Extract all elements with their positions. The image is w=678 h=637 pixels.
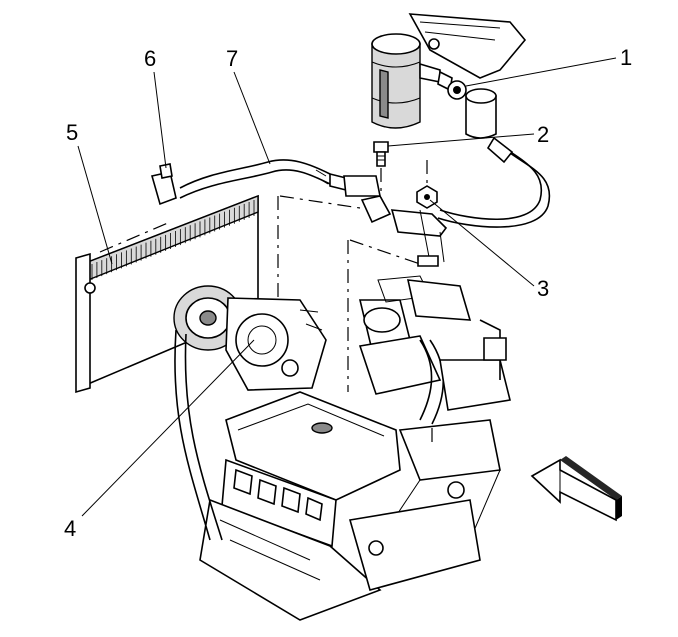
view-direction-arrow	[530, 456, 622, 522]
condenser-fins	[91, 200, 255, 280]
fitting-nut-item-1	[447, 80, 467, 100]
callout-4: 4	[64, 516, 76, 541]
callout-6: 6	[144, 46, 156, 71]
exhaust-ports	[233, 468, 323, 522]
condenser-line-item-7	[179, 159, 381, 199]
leader-lines	[77, 57, 617, 517]
alignment-guides	[277, 195, 421, 392]
bolt-item-2	[373, 141, 389, 206]
condenser-fitting-item-6	[150, 163, 177, 206]
accumulator-drier	[371, 13, 527, 139]
callout-2: 2	[537, 122, 549, 147]
suction-hose	[437, 136, 551, 228]
nut-item-3	[416, 160, 438, 209]
callout-3: 3	[537, 276, 549, 301]
callout-1: 1	[620, 45, 632, 70]
engine-assembly	[174, 275, 511, 621]
callout-5: 5	[66, 120, 78, 145]
ac-compressor-item-4	[173, 285, 327, 391]
callout-labels: 1 2 3 4 5 6 7	[64, 45, 632, 541]
callout-7: 7	[226, 46, 238, 71]
hose-bracket	[360, 195, 448, 267]
